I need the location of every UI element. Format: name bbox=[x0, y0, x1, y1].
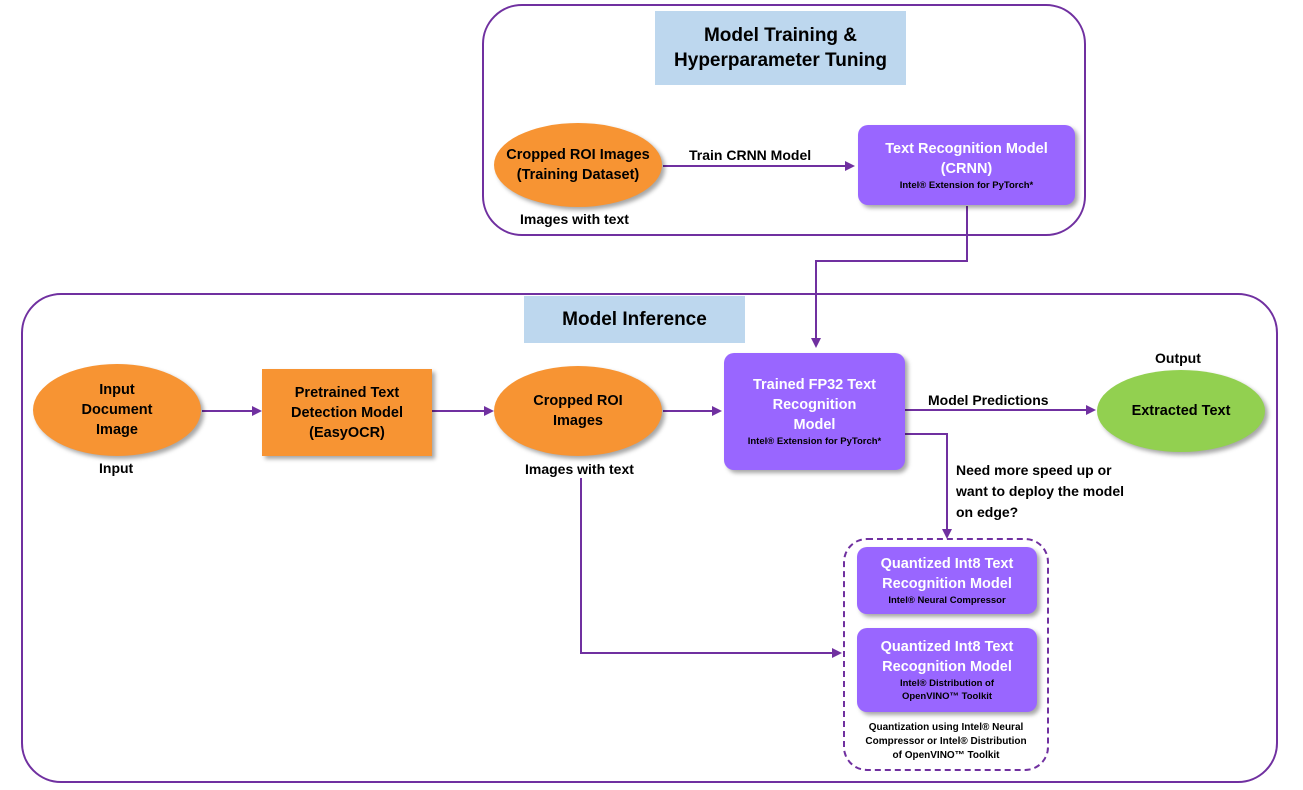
training-dataset-node: Cropped ROI Images (Training Dataset) bbox=[494, 123, 662, 207]
inference-container bbox=[21, 293, 1278, 783]
trained-sub: Intel® Extension for PyTorch* bbox=[747, 436, 882, 447]
quant-inc-node: Quantized Int8 Text Recognition Model In… bbox=[857, 547, 1037, 614]
quant2-line1: Quantized Int8 Text bbox=[880, 639, 1014, 655]
edge-roi-to-quant2 bbox=[580, 478, 842, 658]
training-dataset-caption: Images with text bbox=[520, 209, 629, 229]
roi-line1: Cropped ROI bbox=[533, 393, 623, 409]
quant2-line2: Recognition Model bbox=[882, 659, 1012, 675]
inference-title-text: Model Inference bbox=[562, 309, 707, 330]
trained-line1: Trained FP32 Text bbox=[752, 377, 877, 393]
training-dataset-caption-text: Images with text bbox=[520, 211, 629, 227]
detection-model-node: Pretrained Text Detection Model (EasyOCR… bbox=[262, 369, 432, 456]
input-document-node: Input Document Image bbox=[33, 364, 201, 456]
output-caption: Output bbox=[1155, 348, 1201, 368]
input-line3: Image bbox=[96, 422, 138, 438]
detection-line2: Detection Model bbox=[291, 404, 403, 421]
quant1-line1: Quantized Int8 Text bbox=[880, 556, 1014, 572]
quant-note-line1: Quantization using Intel® Neural bbox=[868, 722, 1024, 733]
quant1-line2: Recognition Model bbox=[882, 576, 1012, 592]
crnn-model-node: Text Recognition Model (CRNN) Intel® Ext… bbox=[858, 125, 1075, 205]
quant-note-line3: of OpenVINO™ Toolkit bbox=[892, 750, 1000, 761]
question-line1: Need more speed up or bbox=[956, 462, 1112, 478]
training-title: Model Training & Hyperparameter Tuning bbox=[655, 11, 906, 85]
question-line2: want to deploy the model bbox=[956, 483, 1125, 499]
detection-line1: Pretrained Text bbox=[294, 384, 400, 401]
roi-caption: Images with text bbox=[525, 459, 634, 479]
quantization-note: Quantization using Intel® Neural Compres… bbox=[851, 721, 1041, 763]
detection-line3: (EasyOCR) bbox=[309, 424, 385, 441]
training-title-text: Model Training & Hyperparameter Tuning bbox=[674, 25, 887, 71]
quant2-sub1: Intel® Distribution of bbox=[899, 678, 995, 689]
trained-fp32-node: Trained FP32 Text Recognition Model Inte… bbox=[724, 353, 905, 470]
roi-line2: Images bbox=[553, 413, 603, 429]
edge-crnn-to-trained bbox=[811, 206, 968, 348]
training-container bbox=[482, 4, 1086, 236]
crnn-model-line1: Text Recognition Model bbox=[885, 140, 1048, 157]
deploy-question: Need more speed up or want to deploy the… bbox=[956, 460, 1124, 523]
edge-trained-to-quant bbox=[905, 433, 952, 539]
output-caption-text: Output bbox=[1155, 350, 1201, 366]
input-caption: Input bbox=[99, 458, 133, 478]
model-predictions-label: Model Predictions bbox=[928, 390, 1049, 410]
quantization-group bbox=[843, 538, 1049, 771]
extracted-text-node: Extracted Text bbox=[1097, 370, 1265, 452]
quant-openvino-node: Quantized Int8 Text Recognition Model In… bbox=[857, 628, 1037, 712]
roi-caption-text: Images with text bbox=[525, 461, 634, 477]
trained-line3: Model bbox=[793, 417, 836, 433]
crnn-model-sub: Intel® Extension for PyTorch* bbox=[899, 179, 1034, 191]
input-line1: Input bbox=[99, 382, 135, 398]
train-crnn-label-text: Train CRNN Model bbox=[689, 147, 812, 163]
inference-title: Model Inference bbox=[524, 296, 745, 343]
training-dataset-line2: (Training Dataset) bbox=[516, 167, 640, 183]
question-line3: on edge? bbox=[956, 504, 1019, 520]
input-caption-text: Input bbox=[99, 460, 134, 476]
quant2-sub2: OpenVINO™ Toolkit bbox=[901, 691, 993, 702]
quant1-sub: Intel® Neural Compressor bbox=[888, 595, 1006, 606]
cropped-roi-node: Cropped ROI Images bbox=[494, 366, 662, 456]
crnn-model-line2: (CRNN) bbox=[940, 160, 993, 177]
model-predictions-text: Model Predictions bbox=[928, 392, 1049, 408]
training-dataset-line1: Cropped ROI Images bbox=[506, 147, 650, 163]
extracted-text-label: Extracted Text bbox=[1131, 403, 1231, 419]
quant-note-line2: Compressor or Intel® Distribution bbox=[865, 736, 1027, 747]
train-crnn-label: Train CRNN Model bbox=[689, 145, 811, 165]
input-line2: Document bbox=[81, 402, 153, 418]
trained-line2: Recognition bbox=[772, 397, 857, 413]
